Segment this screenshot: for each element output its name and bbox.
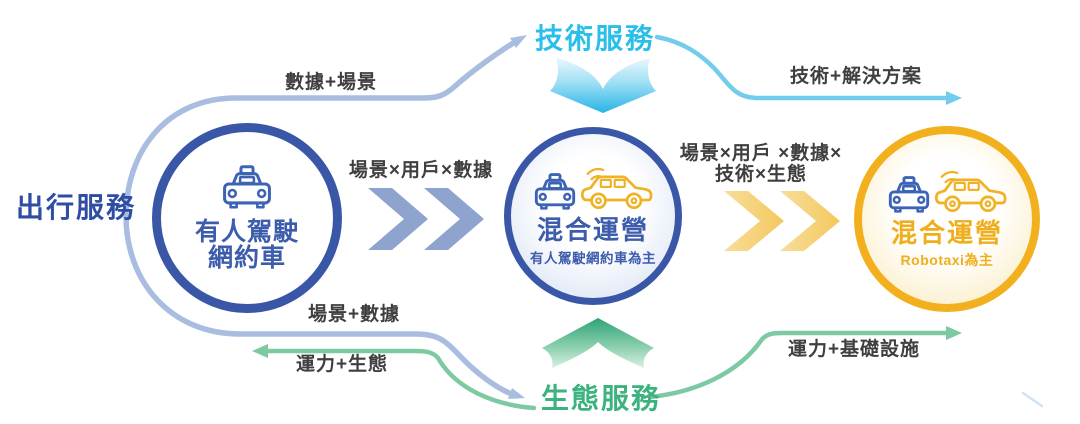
double-chevron-right-gold-icon	[724, 191, 840, 251]
edge-label-scene-user-data-tech-eco: 場景×用戶 ×數據× 技術×生態	[679, 143, 843, 186]
stray-mark	[1021, 391, 1044, 408]
node-mixed-operation-human-main: 混合運營 有人駕駛網約車為主	[504, 127, 682, 305]
edge-line-capacity-eco	[259, 348, 537, 411]
edge-label-line2: 技術×生態	[714, 163, 808, 185]
node3-subtitle: Robotaxi為主	[900, 252, 994, 269]
taxi-front-icon	[534, 173, 576, 210]
outer-service-label: 出行服務	[16, 192, 137, 223]
node1-title-line2: 網約車	[207, 244, 286, 272]
big-up-arrow-icon	[542, 318, 654, 368]
edge-line-tech-solution	[654, 34, 951, 101]
double-chevron-right-icon	[368, 188, 484, 250]
edge-label-tech-solution: 技術+解決方案	[789, 66, 923, 87]
robotaxi-side-icon	[580, 167, 653, 209]
node2-icon-row	[532, 165, 654, 215]
node1-title-line1: 有人駕駛	[194, 217, 299, 246]
eco-service-title: 生態服務	[540, 383, 662, 414]
node3-icon-row	[886, 168, 1008, 218]
taxi-front-icon	[888, 176, 930, 213]
edge-label-data-scene: 數據+場景	[284, 72, 378, 93]
arrowhead-to-eco-icon	[508, 388, 525, 399]
arrowhead-to-tech-icon	[510, 35, 527, 48]
robotaxi-side-icon	[934, 170, 1007, 212]
edge-label-scene-user-data: 場景×用戶×數據	[348, 160, 494, 181]
node-human-driven-ridehailing: 有人駕駛 網約車	[152, 123, 342, 313]
arrowhead-tech-solution-icon	[946, 91, 962, 105]
edge-label-capacity-eco: 運力+生態	[295, 354, 389, 375]
arrowhead-capacity-eco-icon	[252, 344, 268, 358]
tech-service-title: 技術服務	[534, 23, 656, 54]
edge-label-capacity-infra: 運力+基礎設施	[787, 339, 921, 360]
edge-line-data-scene-loop	[123, 36, 523, 399]
node-mixed-operation-robotaxi-main: 混合運營 Robotaxi為主	[854, 126, 1040, 312]
big-down-arrow-icon	[550, 58, 656, 113]
node3-title: 混合運營	[890, 217, 1003, 248]
edge-line-capacity-infra	[647, 330, 951, 400]
taxi-front-icon	[223, 164, 271, 209]
arrowhead-capacity-infra-icon	[946, 326, 962, 340]
edge-label-scene-data: 場景+數據	[307, 304, 401, 325]
node2-subtitle: 有人駕駛網約車為主	[530, 251, 656, 267]
node2-title: 混合運營	[536, 214, 649, 245]
edge-label-line1: 場景×用戶 ×數據×	[679, 143, 843, 164]
